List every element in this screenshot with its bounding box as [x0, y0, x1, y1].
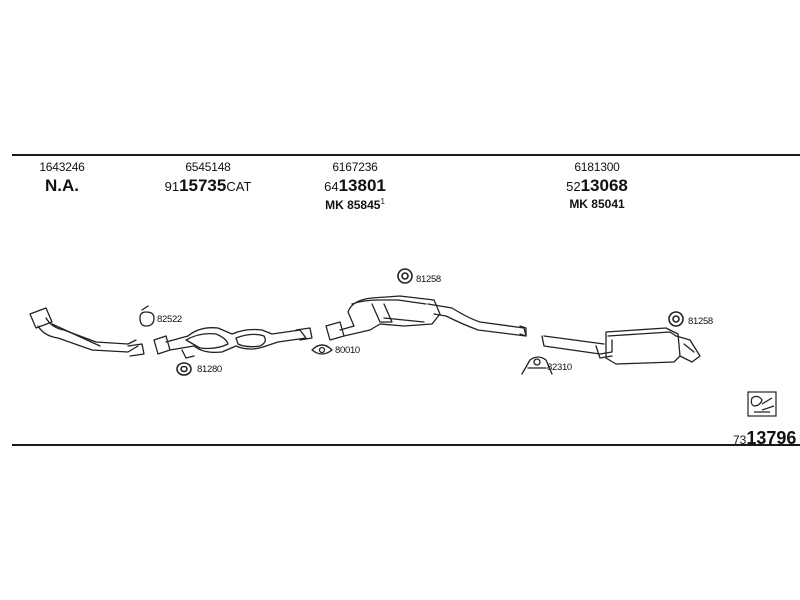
- front-pipe-part: [29, 307, 145, 357]
- column-1-na: N.A.: [44, 176, 79, 195]
- label-82522: 82522: [157, 314, 182, 325]
- label-82310: 82310: [547, 362, 572, 373]
- column-3-bold: 13801: [338, 176, 386, 195]
- assembly-part-number: 7313796: [733, 428, 796, 449]
- rubber-mount-81258-a: [397, 268, 413, 284]
- column-4-code: 6181300: [574, 160, 620, 174]
- column-3-prefix: 64: [324, 179, 339, 194]
- assembly-prefix: 73: [733, 433, 747, 447]
- column-4: 6181300 5213068 MK 85041: [566, 160, 628, 211]
- column-4-prefix: 52: [566, 179, 581, 194]
- column-2-part-number: 9115735CAT: [165, 176, 252, 196]
- assembly-bold: 13796: [746, 428, 797, 448]
- column-1-code: 1643246: [39, 160, 85, 174]
- column-4-part-number: 5213068: [566, 176, 628, 196]
- clamp-82522: [139, 305, 155, 327]
- label-80010: 80010: [335, 345, 360, 356]
- column-4-mk: MK 85041: [569, 197, 625, 211]
- column-3-mk-sup: 1: [380, 197, 385, 206]
- bottom-rule: [12, 444, 800, 446]
- rubber-mount-81258-b: [668, 311, 684, 327]
- column-2-suffix: CAT: [226, 179, 252, 194]
- catalytic-converter-part: [153, 327, 313, 359]
- clamp-82310: [521, 356, 553, 375]
- centre-silencer-part: [325, 295, 527, 341]
- label-81280: 81280: [197, 364, 222, 375]
- top-rule: [12, 154, 800, 156]
- column-1: 1643246 N.A.: [39, 160, 85, 196]
- column-3-mk-text: MK 85845: [325, 198, 381, 212]
- column-3-code: 6167236: [332, 160, 378, 174]
- column-4-bold: 13068: [580, 176, 628, 195]
- label-81258-a: 81258: [416, 274, 441, 285]
- column-3-mk: MK 858451: [324, 197, 386, 212]
- column-2: 6545148 9115735CAT: [165, 160, 252, 196]
- label-81258-b: 81258: [688, 316, 713, 327]
- column-2-prefix: 91: [164, 179, 180, 194]
- rear-silencer-part: [541, 327, 701, 365]
- column-3: 6167236 6413801 MK 858451: [324, 160, 386, 212]
- column-3-part-number: 6413801: [324, 176, 386, 196]
- column-2-code: 6545148: [185, 160, 231, 174]
- package-symbol-icon: [747, 391, 777, 417]
- rubber-mount-81280: [176, 362, 192, 376]
- gasket-80010: [311, 344, 333, 355]
- column-2-bold: 15735: [179, 176, 227, 195]
